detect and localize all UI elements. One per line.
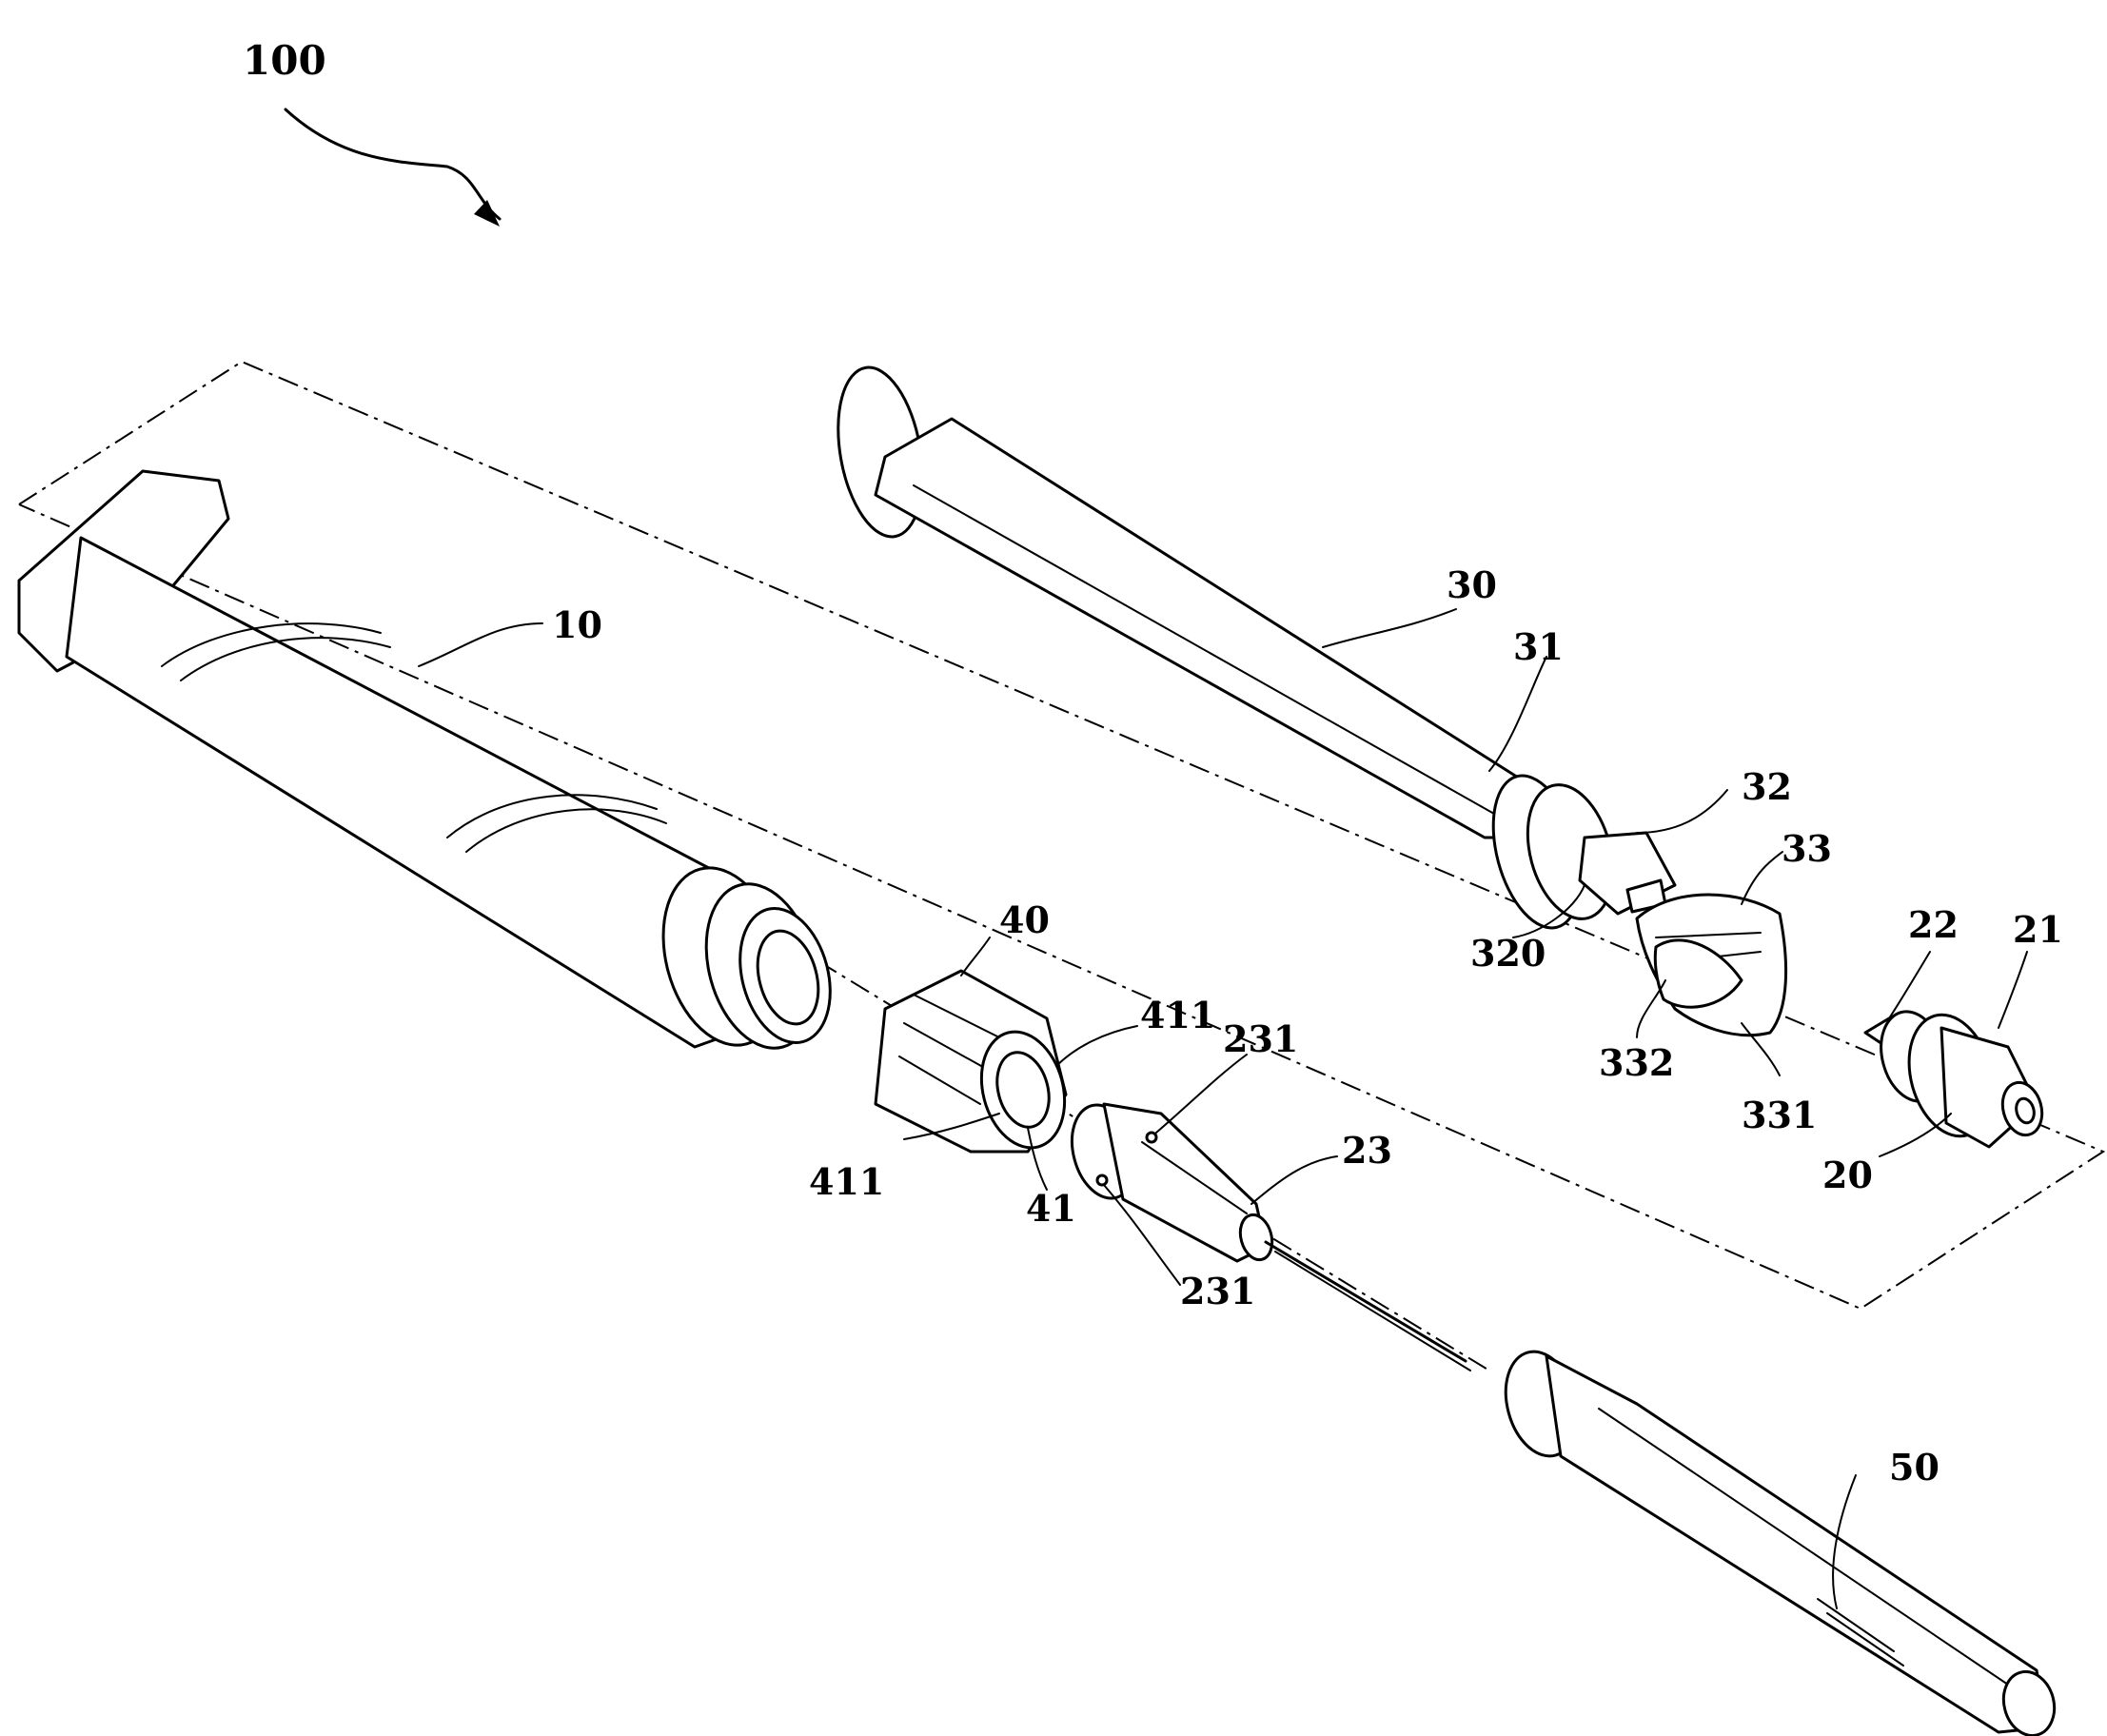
label-cap-nozzle: 22 (1908, 903, 1959, 946)
label-needle-sheath: 50 (1889, 1446, 1940, 1489)
luer-cap (1865, 1004, 2048, 1147)
label-collar-lug-a: 411 (1140, 994, 1215, 1036)
assembly-arrow (286, 109, 500, 227)
label-assembly: 100 (243, 37, 326, 84)
label-luer-cap: 20 (1822, 1154, 1873, 1196)
label-stopper-face: 331 (1742, 1094, 1817, 1136)
label-barrel: 10 (552, 603, 602, 646)
label-tip-notch: 320 (1470, 932, 1546, 975)
label-collar: 40 (999, 898, 1050, 941)
label-hub-lug-b: 231 (1180, 1270, 1255, 1312)
label-collar-lug-b: 411 (809, 1160, 884, 1203)
needle-hub (1062, 1097, 1470, 1371)
label-plunger-neck: 31 (1513, 625, 1564, 668)
label-cap-grip: 21 (2013, 908, 2063, 951)
barrel (19, 471, 844, 1060)
label-collar-bore: 41 (1026, 1187, 1076, 1230)
stopper (1637, 895, 1786, 1036)
label-stopper-cavity: 332 (1599, 1041, 1674, 1084)
label-needle-hub: 23 (1342, 1129, 1392, 1172)
label-plunger-tip: 32 (1742, 765, 1792, 808)
label-stopper: 33 (1782, 827, 1832, 870)
callout-labels: 100 10 30 31 32 320 33 332 331 22 21 20 … (243, 37, 2063, 1489)
collar (876, 971, 1077, 1157)
label-hub-lug-a: 231 (1223, 1017, 1298, 1060)
needle-sheath (1495, 1344, 2061, 1736)
label-plunger: 30 (1447, 563, 1497, 606)
